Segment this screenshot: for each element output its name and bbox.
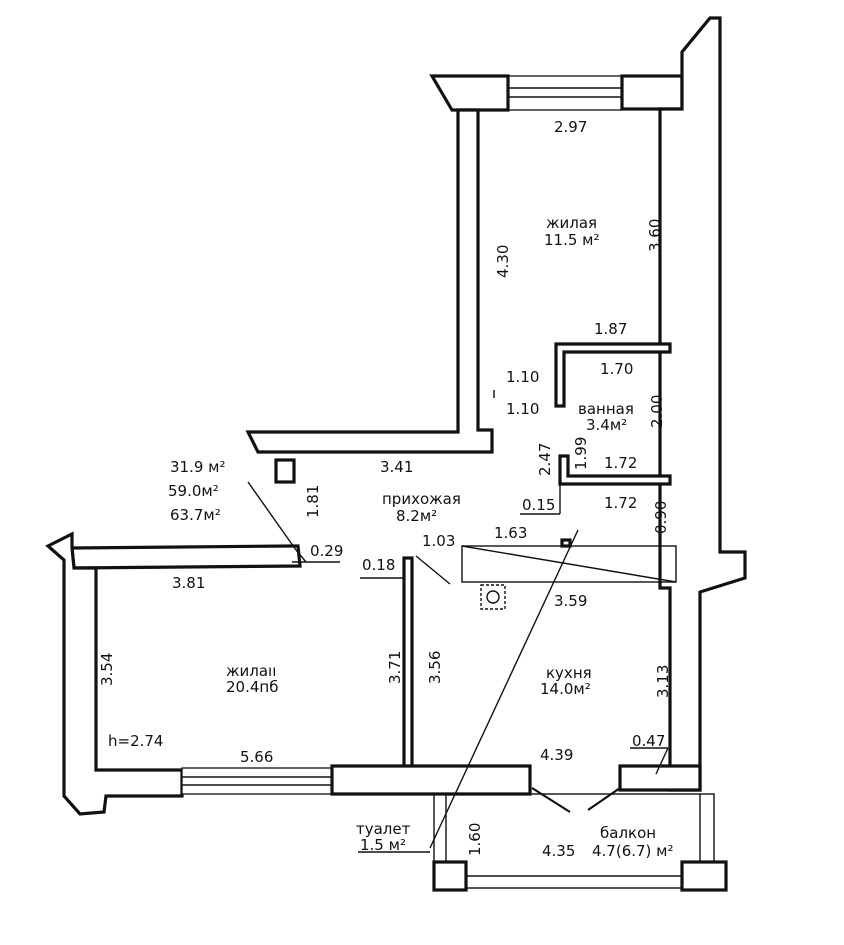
dim-2-00: 2.00 bbox=[648, 395, 666, 428]
dim-1-87: 1.87 bbox=[594, 320, 627, 338]
total-area-3: 63.7м² bbox=[170, 506, 221, 524]
room-hall-area: 8.2м² bbox=[396, 507, 437, 525]
stove-stub bbox=[560, 538, 572, 548]
wall-pier-top-right bbox=[620, 74, 684, 111]
dim-1-03: 1.03 bbox=[422, 532, 455, 550]
dim-3-13: 3.13 bbox=[654, 665, 672, 698]
room-living-top-area: 11.5 м² bbox=[544, 231, 600, 249]
dim-3-59: 3.59 bbox=[554, 592, 587, 610]
dim-3-41: 3.41 bbox=[380, 458, 413, 476]
dim-3-56: 3.56 bbox=[426, 651, 444, 684]
room-toilet-area: 1.5 м² bbox=[360, 836, 406, 854]
dim-1-70: 1.70 bbox=[600, 360, 633, 378]
room-living-top-name: жилая bbox=[546, 214, 597, 232]
wall-bottom-middle bbox=[330, 764, 532, 796]
dim-2-47: 2.47 bbox=[536, 443, 554, 476]
dim-1-72-b: 1.72 bbox=[604, 494, 637, 512]
dim-0-47: 0.47 bbox=[632, 732, 665, 750]
ceiling-height: h=2.74 bbox=[108, 732, 163, 750]
wall-bedroom-left bbox=[245, 108, 494, 454]
window-bottom-left bbox=[181, 767, 333, 795]
room-hall-name: прихожая bbox=[382, 490, 461, 508]
dim-0-18: 0.18 bbox=[362, 556, 395, 574]
dim-0-29: 0.29 bbox=[310, 542, 343, 560]
room-kitchen-area: 14.0м² bbox=[540, 680, 591, 698]
wall-pier-top-left bbox=[429, 74, 510, 112]
room-kitchen-name: кухня bbox=[546, 664, 592, 682]
dim-3-71: 3.71 bbox=[386, 651, 404, 684]
dim-1-10-a: 1.10 bbox=[506, 368, 539, 386]
door-leaf-right bbox=[587, 787, 621, 811]
dim-5-66: 5.66 bbox=[240, 748, 273, 766]
wall-left-room-top bbox=[70, 544, 302, 570]
dim-3-60: 3.60 bbox=[646, 219, 664, 252]
dim-4-39: 4.39 bbox=[540, 746, 573, 764]
wall-right-exterior bbox=[658, 16, 747, 792]
kitchen-sink bbox=[480, 584, 506, 610]
dim-0-90: 0.90 bbox=[652, 501, 670, 534]
room-toilet-name: туалет bbox=[356, 820, 411, 838]
balcony-post-left bbox=[432, 860, 468, 892]
dim-3-54: 3.54 bbox=[98, 653, 116, 686]
balcony-post-right bbox=[680, 860, 728, 892]
total-area-2: 59.0м² bbox=[168, 482, 219, 500]
wall-kitchen-bottom-right bbox=[618, 764, 702, 792]
wall-stub bbox=[274, 458, 296, 484]
dim-4-35: 4.35 bbox=[542, 842, 575, 860]
room-balcony-name: балкон bbox=[600, 824, 656, 842]
room-living-left-name: жилаıı bbox=[226, 662, 276, 680]
room-living-left-area: 20.4пб bbox=[226, 678, 278, 696]
dim-3-81: 3.81 bbox=[172, 574, 205, 592]
dim-1-72-a: 1.72 bbox=[604, 454, 637, 472]
dim-1-99: 1.99 bbox=[572, 437, 590, 470]
dim-0-15: 0.15 bbox=[522, 496, 555, 514]
room-bath-area: 3.4м² bbox=[586, 416, 627, 434]
wall-partition bbox=[402, 556, 414, 770]
room-balcony-area: 4.7(6.7) м² bbox=[592, 842, 674, 860]
door-leaf-left bbox=[531, 787, 571, 813]
wall-bath-top bbox=[554, 342, 672, 408]
dim-1-63: 1.63 bbox=[494, 524, 527, 542]
dim-1-10-b: 1.10 bbox=[506, 400, 539, 418]
dim-1-81: 1.81 bbox=[304, 485, 322, 518]
window-top bbox=[507, 75, 623, 111]
dim-4-30: 4.30 bbox=[494, 245, 512, 278]
total-area-1: 31.9 м² bbox=[170, 458, 226, 476]
room-bath-name: ванная bbox=[578, 400, 634, 418]
dim-1-60: 1.60 bbox=[466, 823, 484, 856]
dim-2-97: 2.97 bbox=[554, 118, 587, 136]
